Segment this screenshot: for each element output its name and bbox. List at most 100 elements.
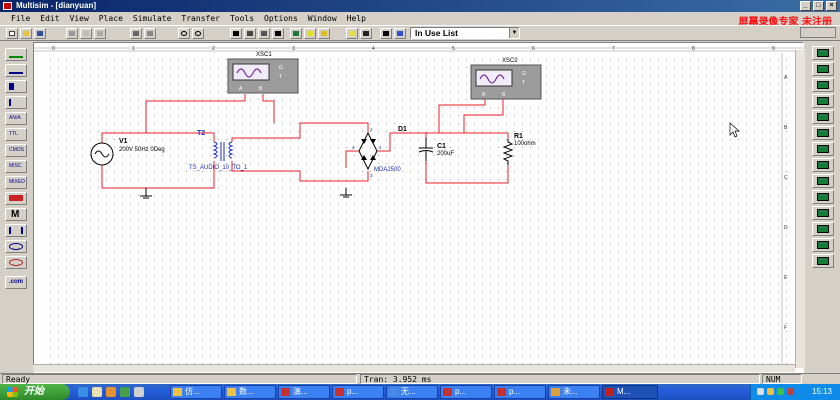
ttl-icon[interactable]: TTL xyxy=(5,128,27,141)
task-item-5[interactable]: 无... xyxy=(386,385,438,399)
bode-plotter-icon[interactable] xyxy=(812,126,834,140)
network-analyzer-icon[interactable] xyxy=(812,254,834,268)
task-item-4[interactable]: p... xyxy=(332,385,384,399)
start-label: 开始 xyxy=(24,386,44,397)
menu-simulate[interactable]: Simulate xyxy=(132,14,172,23)
new-file-icon[interactable] xyxy=(6,28,18,39)
in-use-icon[interactable] xyxy=(380,28,392,39)
zoom-out-icon[interactable] xyxy=(192,28,204,39)
transformer-t2[interactable]: T2 TS_AUDIO_10_TO_1 xyxy=(189,130,248,171)
misc-digital-icon[interactable]: MISC xyxy=(5,160,27,173)
start-button[interactable]: 开始 xyxy=(0,384,70,400)
menu-view[interactable]: View xyxy=(69,14,89,23)
tray-network-icon[interactable] xyxy=(757,388,764,395)
show-breadboard-icon[interactable] xyxy=(360,28,372,39)
help-icon[interactable] xyxy=(394,28,406,39)
cmos-icon[interactable]: CMOS xyxy=(5,144,27,157)
logic-analyzer-icon[interactable] xyxy=(812,174,834,188)
menu-help[interactable]: Help xyxy=(346,14,366,23)
electromech-icon[interactable] xyxy=(5,240,27,253)
mixed-icon[interactable]: MIXED xyxy=(5,176,27,189)
rf-icon[interactable] xyxy=(5,224,27,237)
wattmeter-icon[interactable] xyxy=(812,78,834,92)
vertical-scrollbar[interactable] xyxy=(795,50,805,368)
analog-icon[interactable]: AN/A xyxy=(5,112,27,125)
misc-icon[interactable]: M xyxy=(5,208,27,221)
media-player-icon[interactable] xyxy=(106,387,116,397)
task-item-8[interactable]: 未... xyxy=(548,385,600,399)
maximize-button[interactable]: □ xyxy=(813,1,824,11)
diode-icon[interactable] xyxy=(5,80,27,93)
word-generator-icon[interactable] xyxy=(812,158,834,172)
four-channel-scope-icon[interactable] xyxy=(812,110,834,124)
d1-pin-2: 2 xyxy=(379,145,382,150)
iv-analyzer-icon[interactable] xyxy=(812,206,834,220)
save-icon[interactable] xyxy=(34,28,46,39)
cut-icon[interactable] xyxy=(66,28,78,39)
component-icon[interactable] xyxy=(230,28,242,39)
print-icon[interactable] xyxy=(130,28,142,39)
menu-edit[interactable]: Edit xyxy=(40,14,60,23)
capacitor-c1[interactable]: C1 200uF xyxy=(418,138,454,161)
task-item-2[interactable]: 数... xyxy=(224,385,276,399)
distortion-analyzer-icon[interactable] xyxy=(812,222,834,236)
menu-file[interactable]: File xyxy=(11,14,31,23)
horizontal-scrollbar[interactable] xyxy=(33,364,795,372)
tray-security-icon[interactable] xyxy=(787,388,794,395)
menu-window[interactable]: Window xyxy=(307,14,337,23)
tray-volume-icon[interactable] xyxy=(767,388,774,395)
ie-icon[interactable] xyxy=(78,387,88,397)
create-component-icon[interactable] xyxy=(258,28,270,39)
grapher-icon[interactable] xyxy=(290,28,302,39)
zoom-in-icon[interactable] xyxy=(178,28,190,39)
oscilloscope-xsc1[interactable]: XSC1 G T A B xyxy=(227,52,299,94)
postprocessor-icon[interactable] xyxy=(318,28,330,39)
com-icon[interactable]: .com xyxy=(5,276,27,289)
task-item-3[interactable]: 演... xyxy=(278,385,330,399)
task-item-multisim[interactable]: M... xyxy=(602,385,658,399)
analysis-icon[interactable] xyxy=(304,28,316,39)
frequency-counter-icon[interactable] xyxy=(812,142,834,156)
source-icon[interactable] xyxy=(5,48,27,61)
basic-icon[interactable] xyxy=(5,64,27,77)
menu-transfer[interactable]: Transfer xyxy=(181,14,220,23)
multimeter-icon[interactable] xyxy=(812,46,834,60)
copy-icon[interactable] xyxy=(80,28,92,39)
menu-tools[interactable]: Tools xyxy=(229,14,255,23)
window-restore-controls[interactable] xyxy=(800,27,836,38)
oscilloscope-xsc2[interactable]: XSC2 G T A B xyxy=(470,58,542,100)
task-item-1[interactable]: 仿... xyxy=(170,385,222,399)
quicklaunch-misc-icon[interactable] xyxy=(134,387,144,397)
logic-converter-icon[interactable] xyxy=(812,190,834,204)
indicator-icon[interactable] xyxy=(5,192,27,205)
function-generator-icon[interactable] xyxy=(812,62,834,76)
open-folder-icon[interactable] xyxy=(20,28,32,39)
bridge-rectifier-d1[interactable]: D1 1 2 3 4 MDA2500 xyxy=(352,126,407,178)
taskbar-clock[interactable]: 15:13 xyxy=(811,387,832,396)
resistor-r1[interactable]: R1 100ohm xyxy=(502,133,536,165)
paste-icon[interactable] xyxy=(94,28,106,39)
ruler-col-0: 0 xyxy=(52,46,55,52)
menu-options[interactable]: Options xyxy=(264,14,298,23)
ladder-icon[interactable] xyxy=(5,256,27,269)
task-item-6[interactable]: p... xyxy=(440,385,492,399)
run-simulation-icon[interactable] xyxy=(272,28,284,39)
minimize-button[interactable]: _ xyxy=(800,1,811,11)
ruler-col-4: 4 xyxy=(372,46,375,52)
transistor-icon[interactable] xyxy=(5,96,27,109)
ac-source-v1[interactable]: V1 200V 50Hz 0Deg xyxy=(90,138,165,166)
show-desktop-icon[interactable] xyxy=(92,387,102,397)
task-item-7[interactable]: p... xyxy=(494,385,546,399)
schematic-canvas[interactable]: 0 1 2 3 4 5 6 7 8 9 A B C D E F xyxy=(33,42,804,373)
print-preview-icon[interactable] xyxy=(144,28,156,39)
in-use-list-dropdown[interactable]: In Use List ▼ xyxy=(410,27,520,39)
tray-app-icon[interactable] xyxy=(777,388,784,395)
close-button[interactable]: × xyxy=(826,1,837,11)
chevron-down-icon[interactable]: ▼ xyxy=(509,28,519,38)
spectrum-analyzer-icon[interactable] xyxy=(812,238,834,252)
quicklaunch-app-icon[interactable] xyxy=(120,387,130,397)
menu-place[interactable]: Place xyxy=(98,14,123,23)
database-icon[interactable] xyxy=(244,28,256,39)
electrical-rules-icon[interactable] xyxy=(346,28,358,39)
oscilloscope-icon[interactable] xyxy=(812,94,834,108)
